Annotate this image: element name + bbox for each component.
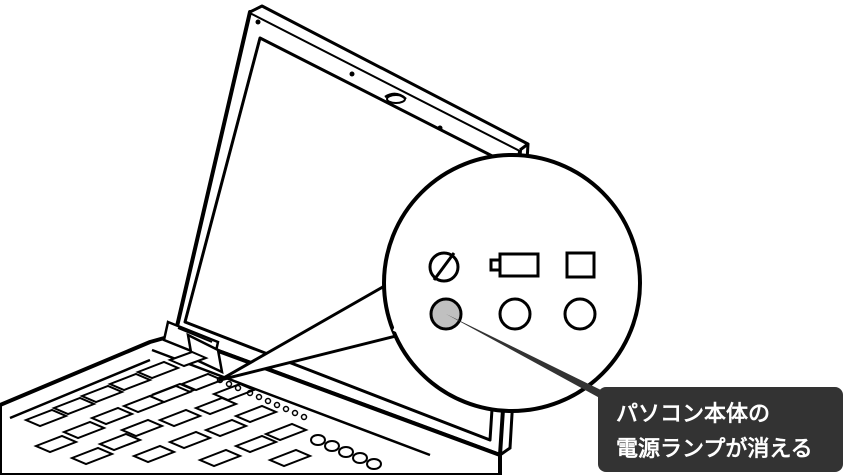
laptop-base: [0, 320, 502, 475]
drive-lamp: [563, 297, 597, 331]
hinge-front: [186, 332, 224, 375]
callout-line-2: 電源ランプが消える: [616, 436, 813, 462]
mic-left: [349, 71, 355, 77]
power-icon: [428, 251, 460, 283]
battery-icon: [489, 252, 540, 278]
magnifier-circle: [382, 153, 642, 413]
callout: パソコン本体の 電源ランプが消える: [446, 314, 843, 472]
callout-box: [598, 387, 843, 472]
mic-right: [437, 125, 443, 131]
drive-icon: [565, 251, 596, 279]
laptop-lid: [173, 4, 530, 457]
callout-pointer: [446, 314, 640, 420]
webcam-icon: [384, 92, 407, 104]
media-buttons[interactable]: [310, 434, 382, 470]
lid-hole-left: [255, 19, 261, 25]
keyboard: [23, 350, 313, 468]
callout-line-1: パソコン本体の: [616, 402, 770, 427]
battery-lamp: [498, 297, 532, 331]
